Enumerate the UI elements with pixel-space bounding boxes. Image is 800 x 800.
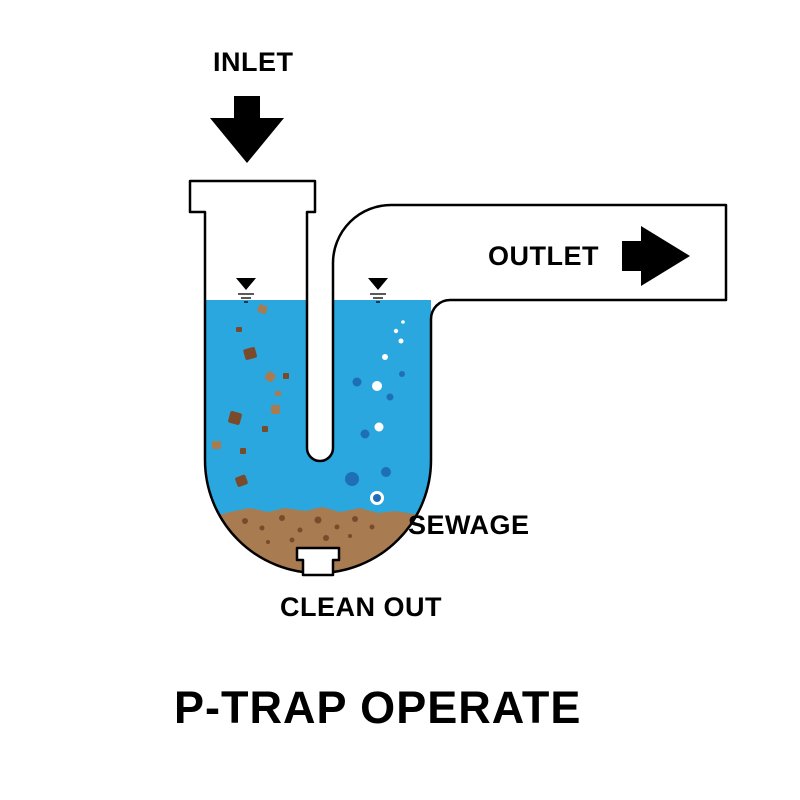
- water-level-icon: [368, 278, 388, 303]
- debris-particles: [212, 304, 289, 487]
- sediment-specks: [242, 515, 375, 544]
- clean-out-label: CLEAN OUT: [280, 592, 442, 622]
- diagram-title: P-TRAP OPERATE: [174, 682, 582, 733]
- arrow-right-icon: [622, 226, 690, 286]
- p-trap-pipe-outline: [188, 179, 728, 575]
- clean-out-plug: [295, 546, 341, 577]
- sewage-label: SEWAGE: [408, 510, 530, 540]
- outlet-label: OUTLET: [488, 241, 599, 271]
- air-bubbles: [345, 320, 405, 505]
- water-level-icon: [236, 278, 256, 303]
- inlet-label: INLET: [213, 47, 294, 77]
- arrow-down-icon: [210, 96, 284, 163]
